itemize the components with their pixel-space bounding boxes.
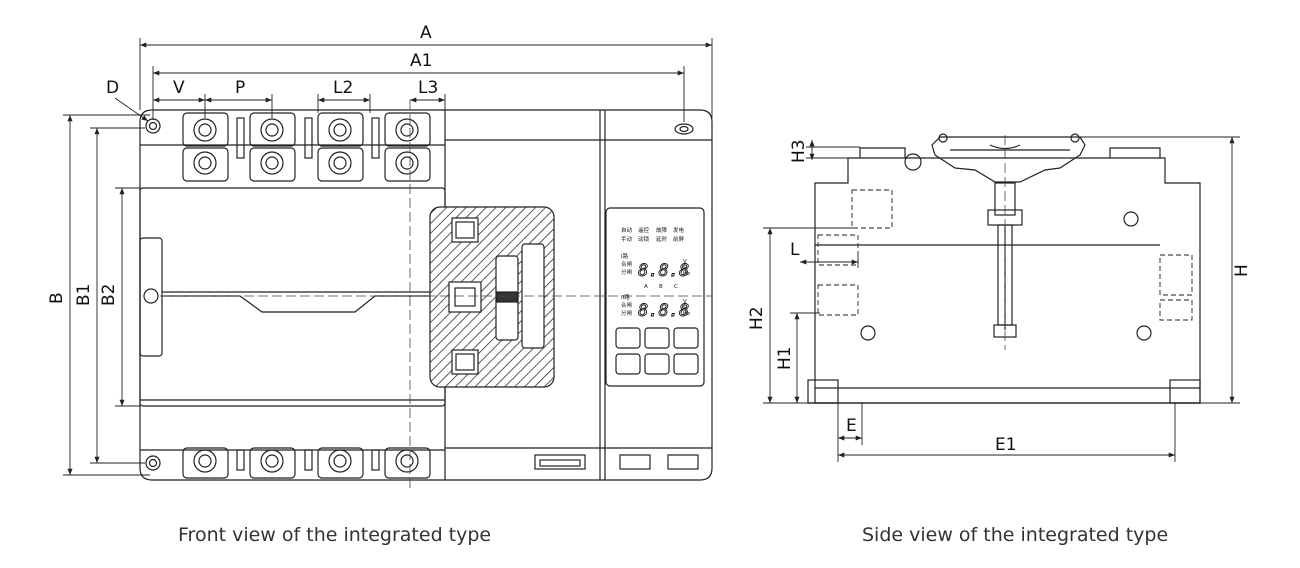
dim-label-L2: L2	[333, 78, 353, 98]
led-label: 自动	[621, 226, 633, 234]
dim-label-H2: H2	[747, 306, 767, 330]
source-label: I路	[621, 252, 629, 260]
mounting-hole	[145, 455, 161, 471]
source-label: II路	[621, 293, 630, 301]
unit-label: V	[683, 259, 687, 265]
led-label: 手动	[621, 235, 633, 243]
mounting-hole	[145, 118, 161, 134]
status-label: 分闸	[621, 309, 632, 317]
front-view	[139, 100, 713, 490]
side-body-outline	[814, 157, 1201, 404]
terminal-row-top-lower	[182, 147, 431, 182]
led-label: 故障	[656, 226, 668, 234]
status-label: 合闸	[621, 301, 632, 309]
unit-label: Hz	[683, 311, 690, 317]
status-label: 分闸	[621, 268, 632, 276]
dim-label-B: B	[47, 292, 67, 304]
dim-label-A: A	[420, 23, 432, 43]
led-label: 前屏	[673, 235, 685, 243]
front-dimensions	[63, 38, 713, 476]
dim-label-H: H	[1232, 264, 1252, 277]
unit-label: s	[683, 265, 686, 271]
unit-label: s	[683, 305, 686, 311]
dim-label-P: P	[235, 78, 245, 98]
phase-label: B	[659, 284, 663, 290]
unit-label: V	[683, 299, 687, 305]
terminal-row-bottom	[182, 447, 431, 479]
dim-label-V: V	[173, 78, 185, 98]
terminal-row-top	[182, 112, 431, 159]
dim-label-B2: B2	[99, 284, 119, 306]
dim-label-A1: A1	[410, 51, 432, 71]
side-view-caption: Side view of the integrated type	[862, 524, 1169, 546]
top-mechanism	[931, 136, 1086, 183]
led-label: 遥控	[638, 226, 650, 234]
front-body-outline	[139, 109, 713, 481]
dim-label-E1: E1	[995, 435, 1017, 455]
controller-text: 自动 遥控 故障 发电 手动 动锁 延时 前屏 I路 合闸 分闸 8.8.8 V…	[621, 226, 690, 321]
status-label: 合闸	[621, 260, 632, 268]
phase-label: A	[644, 284, 648, 290]
dim-label-H1: H1	[775, 346, 795, 370]
unit-label: Hz	[683, 271, 690, 277]
dim-label-E: E	[846, 416, 857, 436]
led-label: 动锁	[638, 235, 650, 243]
dim-label-H3: H3	[789, 139, 809, 163]
controller-display	[605, 207, 705, 387]
side-view	[807, 133, 1201, 404]
dim-label-D: D	[106, 78, 119, 98]
side-dimensions	[763, 136, 1240, 462]
mounting-hole	[674, 123, 694, 135]
front-cover	[139, 187, 446, 407]
dim-label-B1: B1	[74, 284, 94, 306]
digit-display: 8.8.8	[638, 301, 689, 321]
dim-label-L: L	[790, 240, 800, 260]
led-label: 发电	[673, 226, 685, 234]
front-view-caption: Front view of the integrated type	[178, 524, 492, 546]
digit-display: 8.8.8	[638, 261, 689, 281]
dim-label-L3: L3	[418, 78, 438, 98]
phase-label: C	[674, 284, 678, 290]
led-label: 延时	[656, 235, 668, 243]
